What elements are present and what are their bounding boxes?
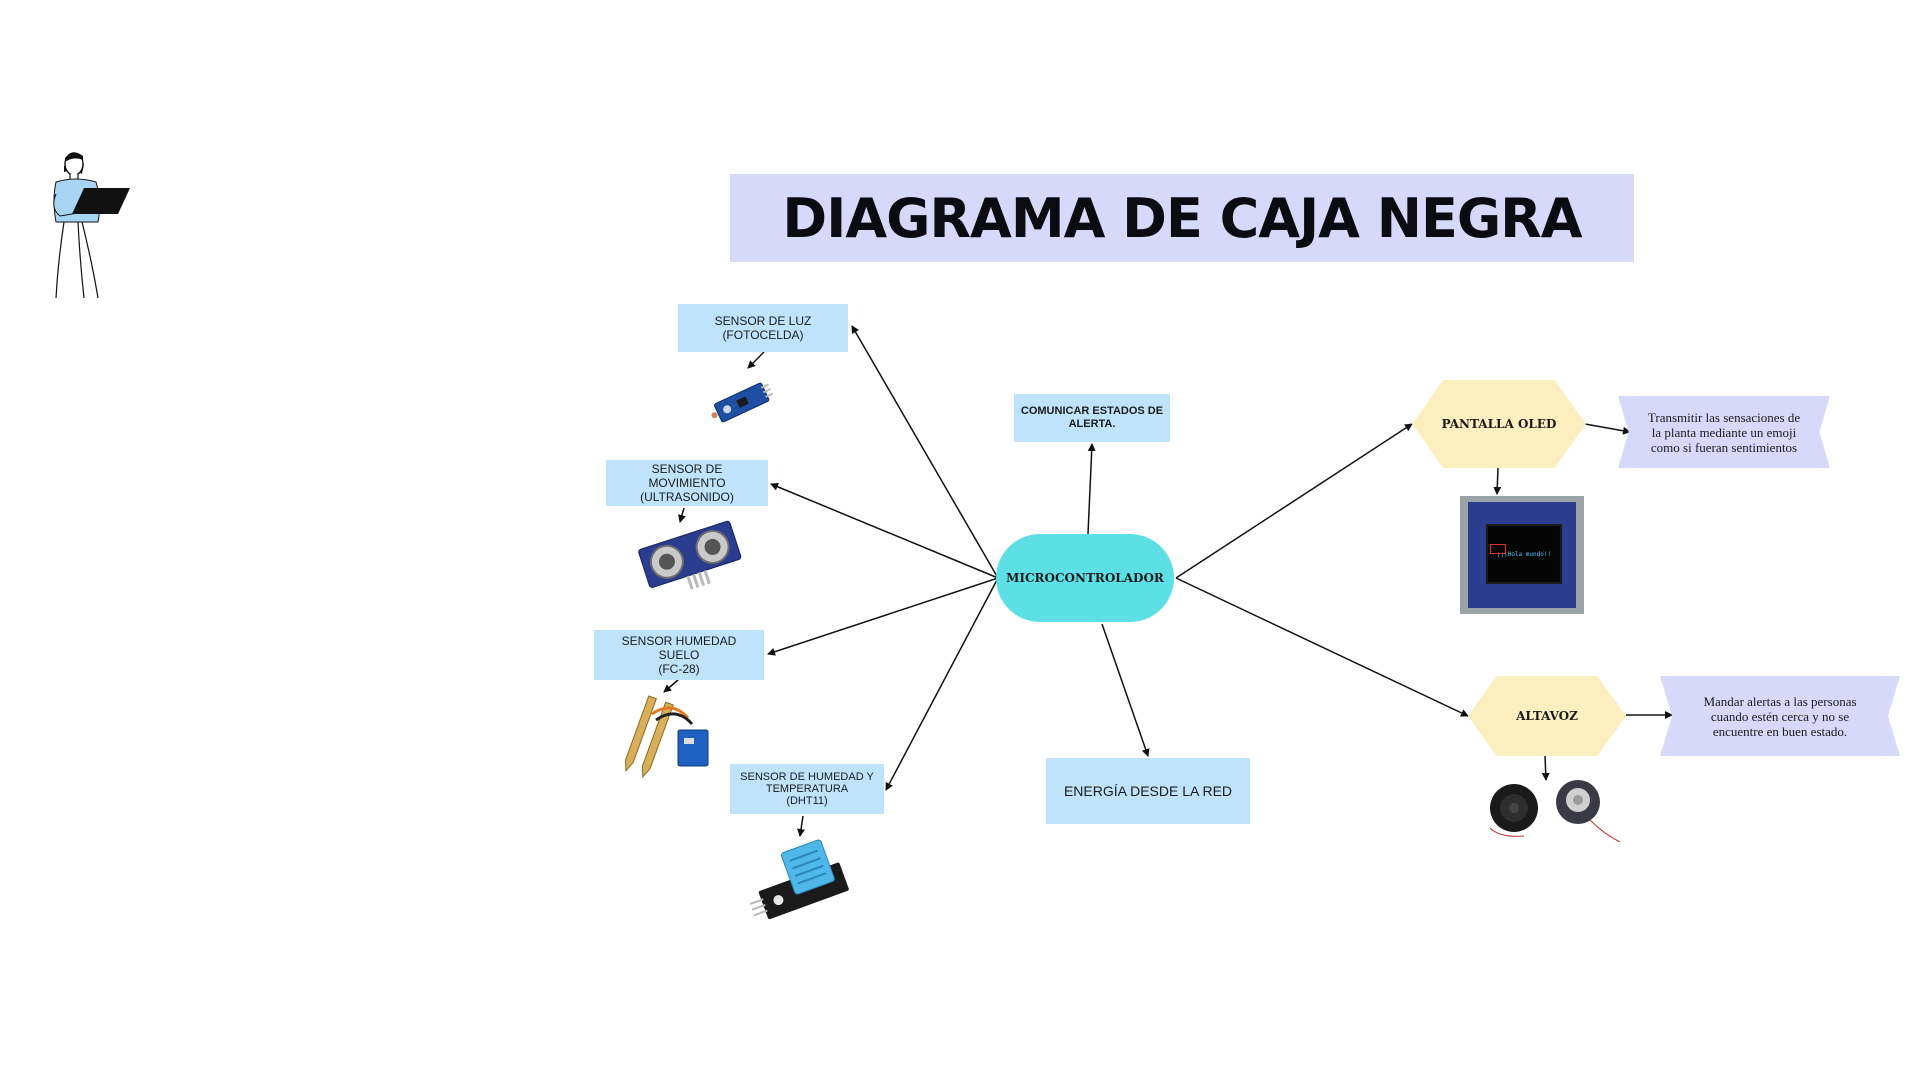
speakers-image bbox=[1489, 780, 1621, 843]
arrow-to-soil-sensor bbox=[767, 577, 999, 656]
dht-sensor-box: SENSOR DE HUMEDAD Y TEMPERATURA (DHT11) bbox=[730, 764, 884, 814]
oled-output-node: PANTALLA OLED bbox=[1412, 380, 1586, 468]
microcontroller-label: MICROCONTROLADOR bbox=[1006, 571, 1164, 585]
arrow-speaker-to-image bbox=[1541, 755, 1550, 781]
arrow-soil-label-to-image bbox=[663, 679, 679, 693]
oled-description: Transmitir las sensaciones de la planta … bbox=[1647, 409, 1801, 455]
arrow-dht-label-to-image bbox=[797, 815, 805, 837]
diagram-title-banner: DIAGRAMA DE CAJA NEGRA bbox=[730, 174, 1634, 262]
speaker-description: Mandar alertas a las personas cuando est… bbox=[1703, 693, 1857, 739]
oled-output-label: PANTALLA OLED bbox=[1441, 417, 1557, 431]
speaker-output-label: ALTAVOZ bbox=[1516, 709, 1578, 723]
speaker-description-ribbon: Mandar alertas a las personas cuando est… bbox=[1660, 676, 1900, 756]
arrow-to-alert-box bbox=[1087, 443, 1096, 535]
light-sensor-label: SENSOR DE LUZ (FOTOCELDA) bbox=[714, 314, 812, 342]
microcontroller-node: MICROCONTROLADOR bbox=[996, 534, 1174, 622]
motion-sensor-label: SENSOR DE MOVIMIENTO (ULTRASONIDO) bbox=[640, 462, 734, 504]
motion-sensor-box: SENSOR DE MOVIMIENTO (ULTRASONIDO) bbox=[606, 460, 768, 506]
soil-sensor-box: SENSOR HUMEDAD SUELO (FC-28) bbox=[594, 630, 764, 680]
arrow-to-oled bbox=[1175, 423, 1413, 579]
oled-description-ribbon: Transmitir las sensaciones de la planta … bbox=[1618, 396, 1830, 468]
arrow-to-light-sensor bbox=[851, 325, 999, 579]
diagram-title: DIAGRAMA DE CAJA NEGRA bbox=[782, 186, 1582, 250]
alert-box: COMUNICAR ESTADOS DE ALERTA. bbox=[1014, 394, 1170, 442]
arrow-to-power-box bbox=[1101, 623, 1150, 757]
photocell-module-image bbox=[711, 382, 774, 423]
ultrasonic-sensor-image bbox=[638, 520, 742, 590]
arrow-oled-to-image bbox=[1493, 467, 1502, 495]
power-box: ENERGÍA DESDE LA RED bbox=[1046, 758, 1250, 824]
dht-sensor-label: SENSOR DE HUMEDAD Y TEMPERATURA (DHT11) bbox=[740, 771, 874, 807]
arrow-to-speaker bbox=[1175, 577, 1469, 717]
soil-sensor-label: SENSOR HUMEDAD SUELO (FC-28) bbox=[621, 634, 737, 676]
dht11-module-image bbox=[749, 839, 849, 920]
arrow-to-dht-sensor bbox=[885, 577, 999, 791]
oled-screen-text: ¡¡¡Hola mundo!! bbox=[1496, 550, 1552, 558]
power-box-label: ENERGÍA DESDE LA RED bbox=[1063, 783, 1233, 799]
speaker-output-node: ALTAVOZ bbox=[1468, 676, 1626, 756]
soil-moisture-probe-image bbox=[625, 695, 709, 779]
oled-display-image: ¡¡¡Hola mundo!! bbox=[1460, 496, 1584, 614]
arrow-motion-label-to-image bbox=[678, 507, 686, 523]
person-with-laptop-illustration bbox=[53, 152, 130, 299]
light-sensor-box: SENSOR DE LUZ (FOTOCELDA) bbox=[678, 304, 848, 352]
arrow-to-motion-sensor bbox=[770, 482, 999, 579]
alert-box-label: COMUNICAR ESTADOS DE ALERTA. bbox=[1020, 405, 1164, 430]
arrow-light-label-to-image bbox=[747, 351, 765, 369]
arrow-oled-to-description bbox=[1584, 423, 1631, 435]
